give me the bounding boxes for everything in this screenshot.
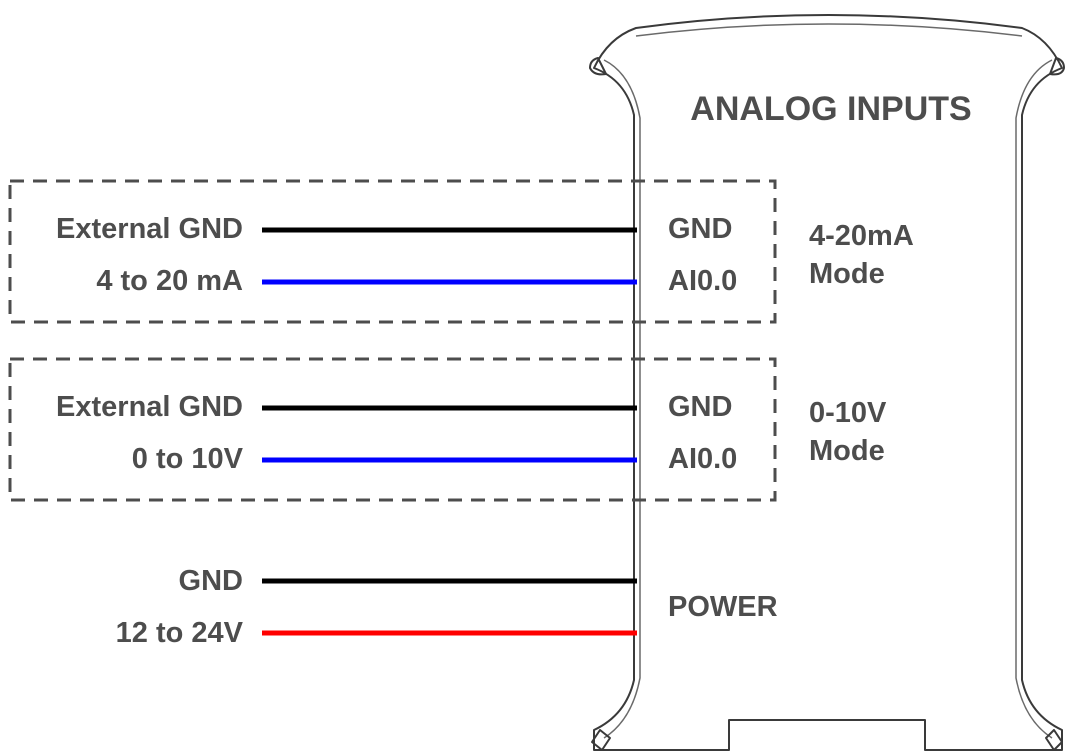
- housing-inner-left: [603, 59, 641, 739]
- housing-inner-right: [1015, 59, 1053, 739]
- label-group1-external-gnd: External GND: [56, 213, 243, 245]
- housing-tab-bottom-right: [1045, 729, 1063, 751]
- terminal-group2-ai: AI0.0: [668, 443, 737, 475]
- terminal-group1-ai: AI0.0: [668, 265, 737, 297]
- housing-tab-bottom-left: [591, 729, 611, 751]
- device-housing: [589, 14, 1065, 751]
- mode-group2-line2: Mode: [809, 435, 885, 467]
- group-box-0-10v: [8, 357, 777, 502]
- group-0-10v: External GND 0 to 10V GND AI0.0 0-10V Mo…: [8, 357, 887, 502]
- terminal-power: POWER: [668, 591, 778, 623]
- mode-group2-line1: 0-10V: [809, 397, 887, 429]
- group-box-4-20ma: [8, 179, 777, 324]
- label-group2-input: 0 to 10V: [132, 443, 244, 475]
- label-group2-external-gnd: External GND: [56, 391, 243, 423]
- housing-outline: [593, 14, 1063, 751]
- group-4-20ma: External GND 4 to 20 mA GND AI0.0 4-20mA…: [8, 179, 914, 324]
- device-title: ANALOG INPUTS: [690, 90, 971, 128]
- housing-tab-top-right: [1049, 57, 1065, 76]
- label-power-supply: 12 to 24V: [116, 617, 244, 649]
- mode-group1-line1: 4-20mA: [809, 220, 914, 252]
- terminal-group2-gnd: GND: [668, 391, 732, 423]
- label-group1-input: 4 to 20 mA: [96, 265, 243, 297]
- terminal-group1-gnd: GND: [668, 213, 732, 245]
- housing-tab-top-left: [589, 57, 607, 76]
- power-group: GND 12 to 24V POWER: [116, 565, 778, 649]
- label-power-gnd: GND: [179, 565, 243, 597]
- housing-inner-top: [635, 23, 1023, 37]
- mode-group1-line2: Mode: [809, 258, 885, 290]
